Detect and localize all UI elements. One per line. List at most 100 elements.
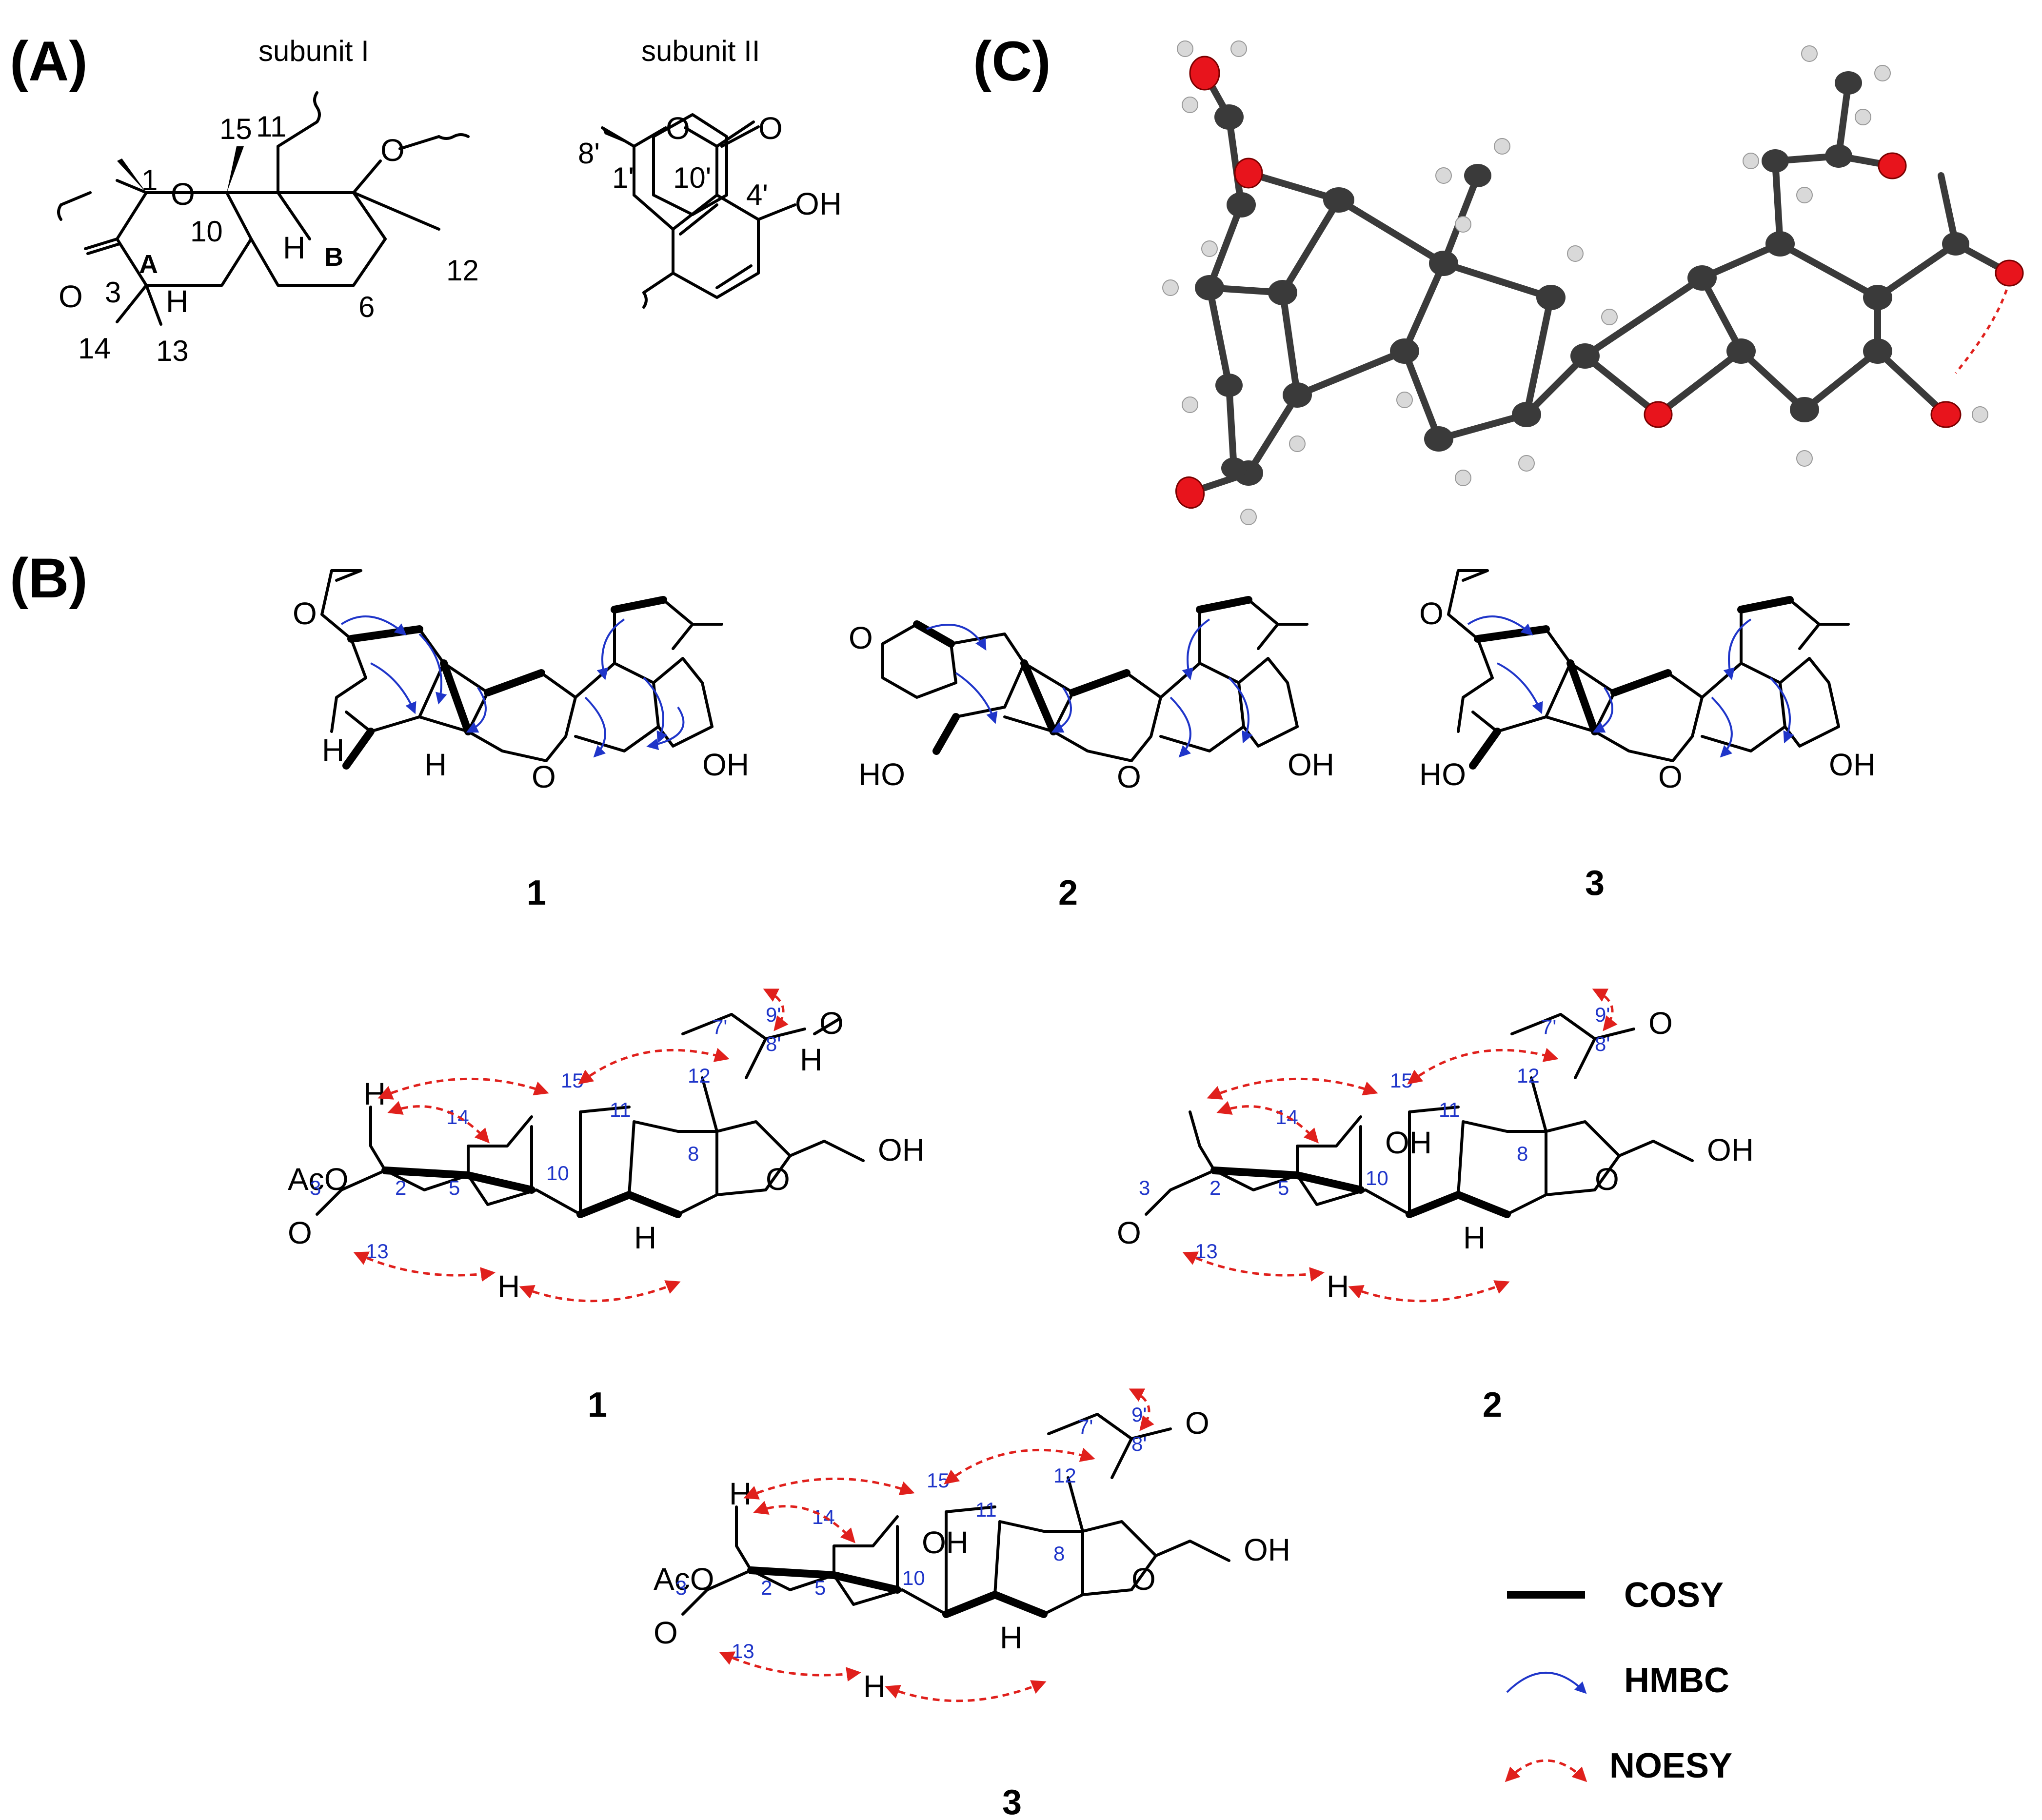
noesy1-n14: 14: [446, 1106, 469, 1128]
noesy3-o-lactone: O: [1185, 1405, 1209, 1441]
num-1: 1: [141, 164, 158, 197]
noesy3-n3: 3: [675, 1576, 687, 1599]
atom-h-a: H: [166, 284, 188, 319]
panel-label-c: (C): [973, 30, 1051, 93]
legend-cosy-label: COSY: [1624, 1576, 1724, 1615]
hmbc2-o2: O: [1117, 759, 1141, 794]
num-12: 12: [446, 254, 479, 287]
noesy2-h9: H: [1463, 1220, 1486, 1255]
noesy1-n8p: 8': [766, 1032, 781, 1055]
num-14: 14: [78, 332, 111, 365]
noesy2-n12: 12: [1517, 1064, 1540, 1087]
num-13: 13: [156, 335, 189, 367]
noesy1-n11: 11: [610, 1098, 631, 1121]
atom-o-b: O: [59, 279, 83, 314]
noesy1-oh: OH: [878, 1132, 925, 1167]
atom-h-b: H: [283, 230, 305, 265]
hmbc2-o1: O: [849, 620, 873, 655]
noesy1-aco: AcO: [288, 1162, 348, 1197]
noesy1-n2: 2: [395, 1176, 406, 1199]
noesy3-n15: 15: [927, 1469, 950, 1492]
noesy1-o-ring: O: [766, 1162, 790, 1197]
num-1p: 1': [612, 161, 634, 194]
noesy2-o-ketone: O: [1117, 1215, 1141, 1250]
noesy3-n2: 2: [761, 1576, 772, 1599]
noesy1-n7p: 7': [712, 1015, 727, 1038]
panel-label-b: (B): [10, 547, 88, 610]
compound-label-3-bottom: 3: [1002, 1783, 1022, 1820]
noesy1-n3: 3: [310, 1176, 321, 1199]
noesy2-n10: 10: [1366, 1167, 1388, 1189]
legend-noesy-swatch: [1505, 1759, 1587, 1782]
ring-a-label: A: [139, 250, 158, 279]
atom-o-ring: O: [666, 111, 690, 146]
num-3: 3: [105, 276, 121, 309]
noesy3-h5: H: [863, 1669, 886, 1704]
legend: COSY HMBC NOESY: [1505, 1576, 1732, 1785]
num-8p: 8': [578, 137, 600, 170]
noesy3-o-ring: O: [1131, 1562, 1156, 1597]
hmbc1-oh: OH: [702, 747, 749, 782]
hmbc-structure-2: O O OH HO: [849, 596, 1334, 794]
noesy2-n11: 11: [1439, 1098, 1460, 1121]
noesy2-h5: H: [1327, 1269, 1349, 1304]
hmbc2-oh: OH: [1288, 747, 1334, 782]
noesy1-h9: H: [634, 1220, 656, 1255]
compound-label-3-top: 3: [1585, 864, 1605, 903]
noesy3-aco: AcO: [654, 1562, 714, 1597]
noesy2-n5: 5: [1278, 1176, 1289, 1199]
noesy3-n8p: 8': [1131, 1432, 1147, 1455]
legend-noesy-label: NOESY: [1609, 1746, 1732, 1785]
noesy2-n3: 3: [1139, 1176, 1150, 1199]
num-6: 6: [358, 291, 375, 323]
subunit-1-structure: subunit I O O O H H 1 3 6 10 11 12 13: [57, 35, 479, 367]
num-11: 11: [256, 110, 286, 143]
legend-hmbc-swatch: [1506, 1672, 1587, 1694]
num-10p: 10': [673, 161, 711, 194]
hmbc1-o2: O: [532, 759, 556, 794]
noesy2-oh: OH: [1707, 1132, 1754, 1167]
compound-label-1-top: 1: [527, 873, 546, 912]
noesy-structure-2: O O O OH OH H H 2 3 5 10 14 11 12 15 8 1…: [1117, 989, 1754, 1304]
noesy2-n14: 14: [1275, 1106, 1298, 1128]
hmbc2-ho: HO: [858, 757, 905, 792]
noesy2-n2: 2: [1209, 1176, 1221, 1199]
legend-hmbc-label: HMBC: [1624, 1661, 1729, 1700]
noesy1-n15: 15: [561, 1069, 584, 1092]
ring-b-label: B: [324, 242, 343, 272]
noesy3-n7p: 7': [1078, 1415, 1093, 1438]
hmbc1-o1: O: [293, 596, 317, 631]
subunit-2-structure: subunit II O O OH 1' 4' 8' 10': [578, 35, 842, 309]
atom-oh: OH: [795, 186, 842, 221]
noesy1-h5: H: [497, 1269, 520, 1304]
noesy3-h2: H: [729, 1476, 752, 1511]
compound-label-1-bottom: 1: [588, 1385, 607, 1424]
noesy3-h9: H: [1000, 1620, 1022, 1655]
noesy2-n7p: 7': [1541, 1015, 1556, 1038]
noesy1-n8: 8: [688, 1142, 699, 1165]
noesy3-oh-10: OH: [922, 1525, 969, 1560]
num-10: 10: [190, 215, 223, 248]
noesy1-n12: 12: [688, 1064, 711, 1087]
noesy2-n15: 15: [1390, 1069, 1413, 1092]
hmbc3-o2: O: [1658, 759, 1683, 794]
hmbc3-oh: OH: [1829, 747, 1876, 782]
noesy1-n10: 10: [546, 1162, 569, 1185]
noesy3-n10: 10: [902, 1566, 925, 1589]
noesy3-n8: 8: [1053, 1542, 1065, 1565]
hmbc-structure-1: O O OH H H: [293, 569, 749, 794]
noesy1-n5: 5: [449, 1176, 460, 1199]
noesy-structure-1: AcO O O O OH H H H H 2 3 5 10 14 11 12 1…: [288, 989, 925, 1304]
compound-label-2-bottom: 2: [1483, 1385, 1502, 1424]
noesy2-o-lactone: O: [1648, 1006, 1673, 1041]
crystal-structure: [1162, 40, 2024, 525]
atom-o-a: O: [171, 177, 195, 212]
noesy2-oh-10: OH: [1385, 1125, 1432, 1160]
noesy-structure-3: AcO O O O OH OH H H H 2 3 5 10 14 11 12 …: [654, 1388, 1290, 1704]
noesy3-n5: 5: [814, 1576, 826, 1599]
noesy3-n12: 12: [1053, 1464, 1076, 1487]
noesy3-n11: 11: [975, 1498, 997, 1521]
atom-o-c: O: [380, 133, 405, 168]
noesy2-n8: 8: [1517, 1142, 1528, 1165]
